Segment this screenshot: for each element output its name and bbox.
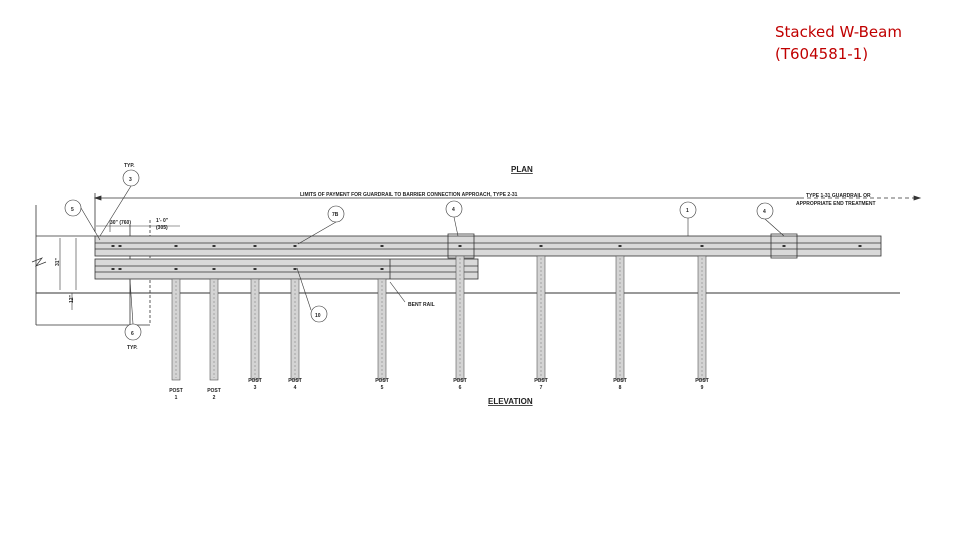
callout-3: 3 bbox=[129, 177, 132, 183]
post-3-number: 3 bbox=[254, 385, 257, 391]
post-6-label: POST bbox=[453, 378, 467, 384]
rail-bolt bbox=[293, 245, 297, 247]
post-6-number: 6 bbox=[459, 385, 462, 391]
callout-leaders bbox=[80, 185, 785, 325]
rail-bolt bbox=[253, 268, 257, 270]
callout-4-mid: 4 bbox=[452, 207, 455, 213]
dimension-lines bbox=[59, 221, 180, 310]
post-8-label: POST bbox=[613, 378, 627, 384]
break-symbol bbox=[31, 257, 47, 267]
rail-bolt bbox=[380, 245, 384, 247]
bent-rail-leader bbox=[389, 281, 406, 303]
callout-4-right: 4 bbox=[763, 209, 766, 215]
post-4-label: POST bbox=[288, 378, 302, 384]
end-note-line2: APPROPRIATE END TREATMENT bbox=[796, 201, 876, 207]
post-5-label: POST bbox=[375, 378, 389, 384]
rail-bolt bbox=[380, 268, 384, 270]
dim-1ft-line2: (305) bbox=[156, 225, 168, 231]
lower-rail bbox=[94, 258, 479, 280]
post-7-number: 7 bbox=[540, 385, 543, 391]
callout-10-circle bbox=[310, 305, 328, 323]
rail-bolt bbox=[174, 245, 178, 247]
typ-top: TYP. bbox=[124, 163, 135, 169]
post-5-number: 5 bbox=[381, 385, 384, 391]
callout-10: 10 bbox=[315, 313, 321, 319]
limits-note: LIMITS OF PAYMENT FOR GUARDRAIL TO BARRI… bbox=[300, 192, 518, 198]
rail-bolts bbox=[111, 245, 862, 270]
rail-bolt bbox=[174, 268, 178, 270]
rail-bolt bbox=[212, 268, 216, 270]
post-4-number: 4 bbox=[294, 385, 297, 391]
posts: POST1POST2POST3POST4POST5POST6POST7POST8… bbox=[169, 255, 709, 401]
callout-6: 6 bbox=[131, 331, 134, 337]
rail-bolt bbox=[212, 245, 216, 247]
rail-bolt bbox=[111, 245, 115, 247]
post-9-number: 9 bbox=[701, 385, 704, 391]
post-9-label: POST bbox=[695, 378, 709, 384]
rail-bolt bbox=[782, 245, 786, 247]
rail-bolt bbox=[118, 268, 122, 270]
dim-12: 12" bbox=[69, 294, 75, 303]
rail-bolt bbox=[539, 245, 543, 247]
rail-bolt bbox=[111, 268, 115, 270]
slide-title: Stacked W-Beam (T604581-1) bbox=[775, 21, 902, 65]
rail-bolt bbox=[118, 245, 122, 247]
limits-of-payment-dimension bbox=[93, 193, 922, 232]
rail-bolt bbox=[618, 245, 622, 247]
rail-bolt bbox=[458, 245, 462, 247]
callout-7b: 7B bbox=[332, 212, 339, 218]
callout-1: 1 bbox=[686, 208, 689, 214]
rail-bolt bbox=[253, 245, 257, 247]
dim-1ft-line1: 1'- 0" bbox=[156, 218, 169, 224]
dim-31: 31" bbox=[55, 257, 61, 266]
callout-5-top: 5 bbox=[71, 207, 74, 213]
elevation-label: ELEVATION bbox=[488, 397, 533, 406]
post-2-number: 2 bbox=[213, 395, 216, 401]
post-7-label: POST bbox=[534, 378, 548, 384]
post-8-number: 8 bbox=[619, 385, 622, 391]
post-2-label: POST bbox=[207, 388, 221, 394]
post-3-label: POST bbox=[248, 378, 262, 384]
slide-title-line1: Stacked W-Beam bbox=[775, 23, 902, 41]
post-1-number: 1 bbox=[175, 395, 178, 401]
dim-30: 30" (760) bbox=[110, 220, 131, 226]
plan-label: PLAN bbox=[511, 165, 533, 174]
end-note-line1: TYPE 1-31 GUARDRAIL OR bbox=[806, 193, 871, 199]
rail-bolt bbox=[858, 245, 862, 247]
typ-bottom: TYP. bbox=[127, 345, 138, 351]
rail-bolt bbox=[293, 268, 297, 270]
post-1-label: POST bbox=[169, 388, 183, 394]
slide-title-line2: (T604581-1) bbox=[775, 45, 869, 63]
splice-plate-right bbox=[770, 233, 798, 259]
rail-bolt bbox=[700, 245, 704, 247]
bent-rail-label: BENT RAIL bbox=[408, 302, 435, 308]
top-rail bbox=[94, 235, 882, 257]
